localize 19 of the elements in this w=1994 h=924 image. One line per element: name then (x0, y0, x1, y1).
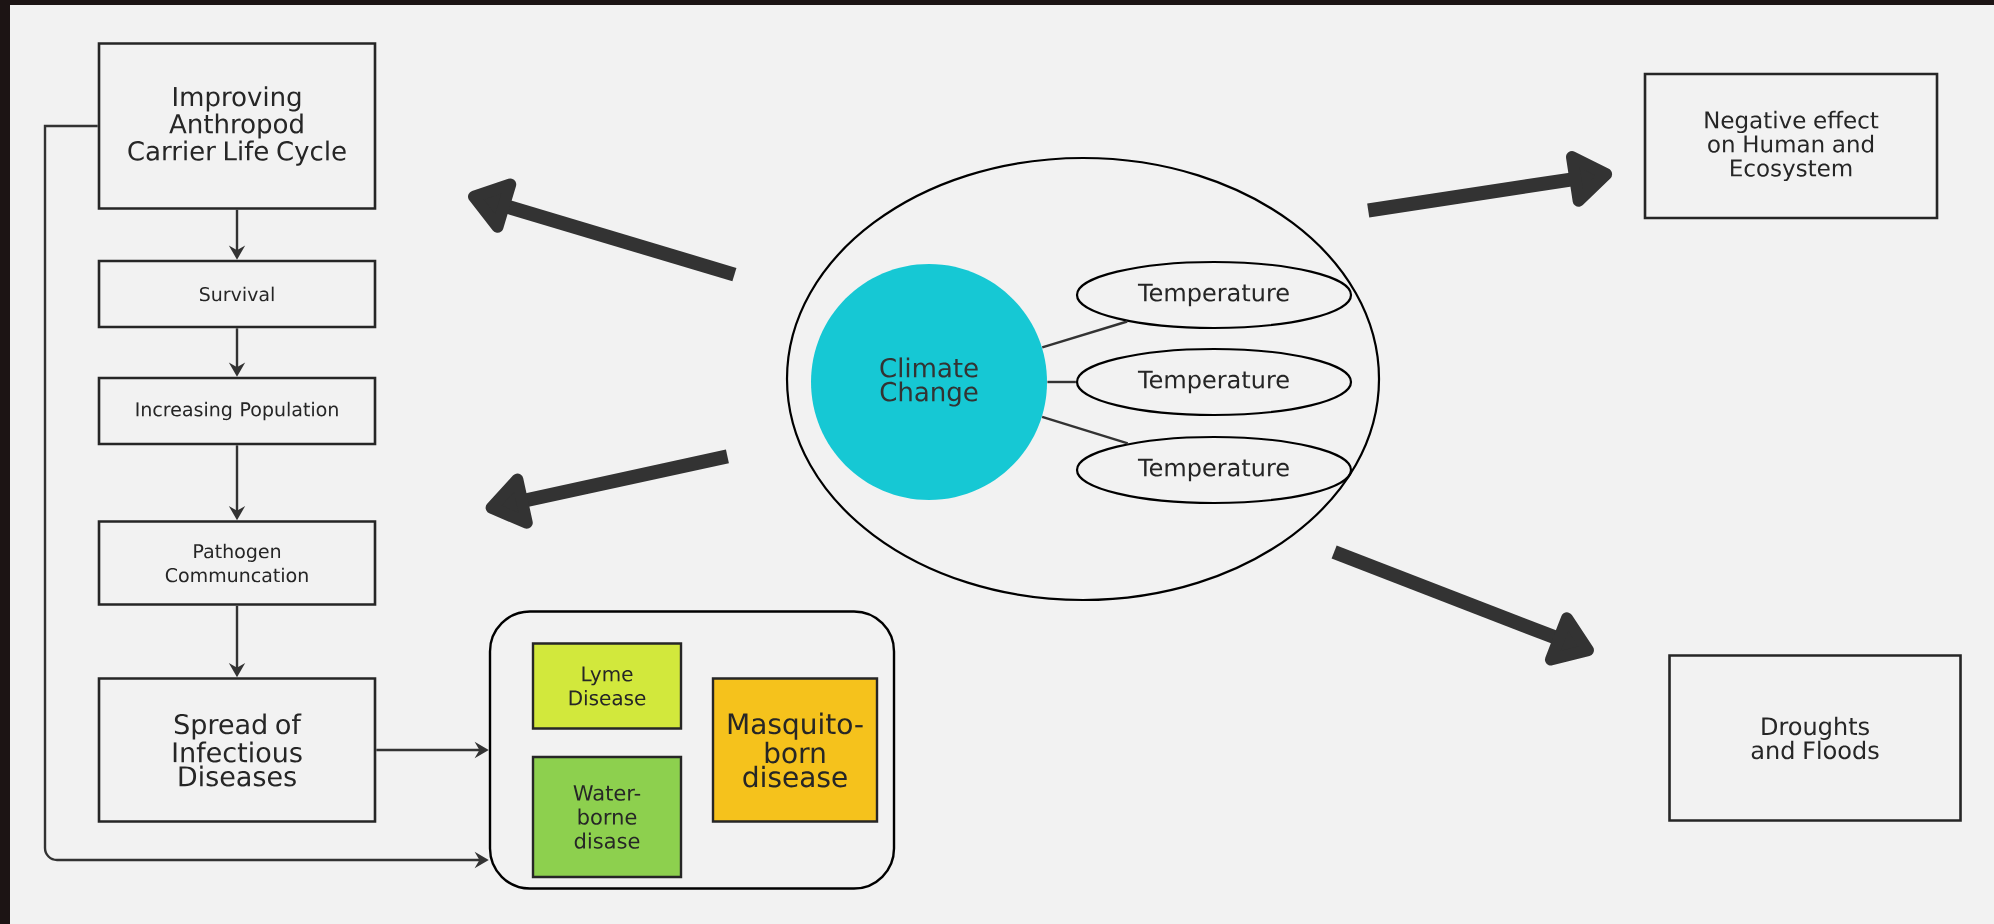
connector-line (1047, 380, 1076, 384)
process-box: Increasing Population (97, 376, 377, 446)
process-box: Survival (97, 259, 377, 329)
process-box: Improving Anthropod Carrier Life Cycle (97, 42, 377, 210)
outcome-box: Negative effect on Human and Ecosystem (1643, 72, 1939, 220)
process-box: Spread of Infectious Diseases (97, 677, 377, 823)
disease-box: Water-borne disase (531, 755, 683, 879)
rounded-container (488, 610, 896, 890)
outer-ellipse (785, 156, 1381, 602)
connector-line (1041, 415, 1129, 445)
disease-box: Masquito-born disease (711, 677, 879, 823)
disease-box: Lyme Disease (531, 642, 683, 730)
block-arrow (485, 449, 729, 529)
block-arrow (468, 178, 737, 282)
block-arrow (1367, 151, 1613, 218)
block-arrow (1331, 545, 1594, 666)
outcome-box: Droughts and Floods (1668, 654, 1962, 822)
connector-line (1041, 320, 1128, 349)
process-box: Pathogen Communcation (97, 520, 377, 606)
